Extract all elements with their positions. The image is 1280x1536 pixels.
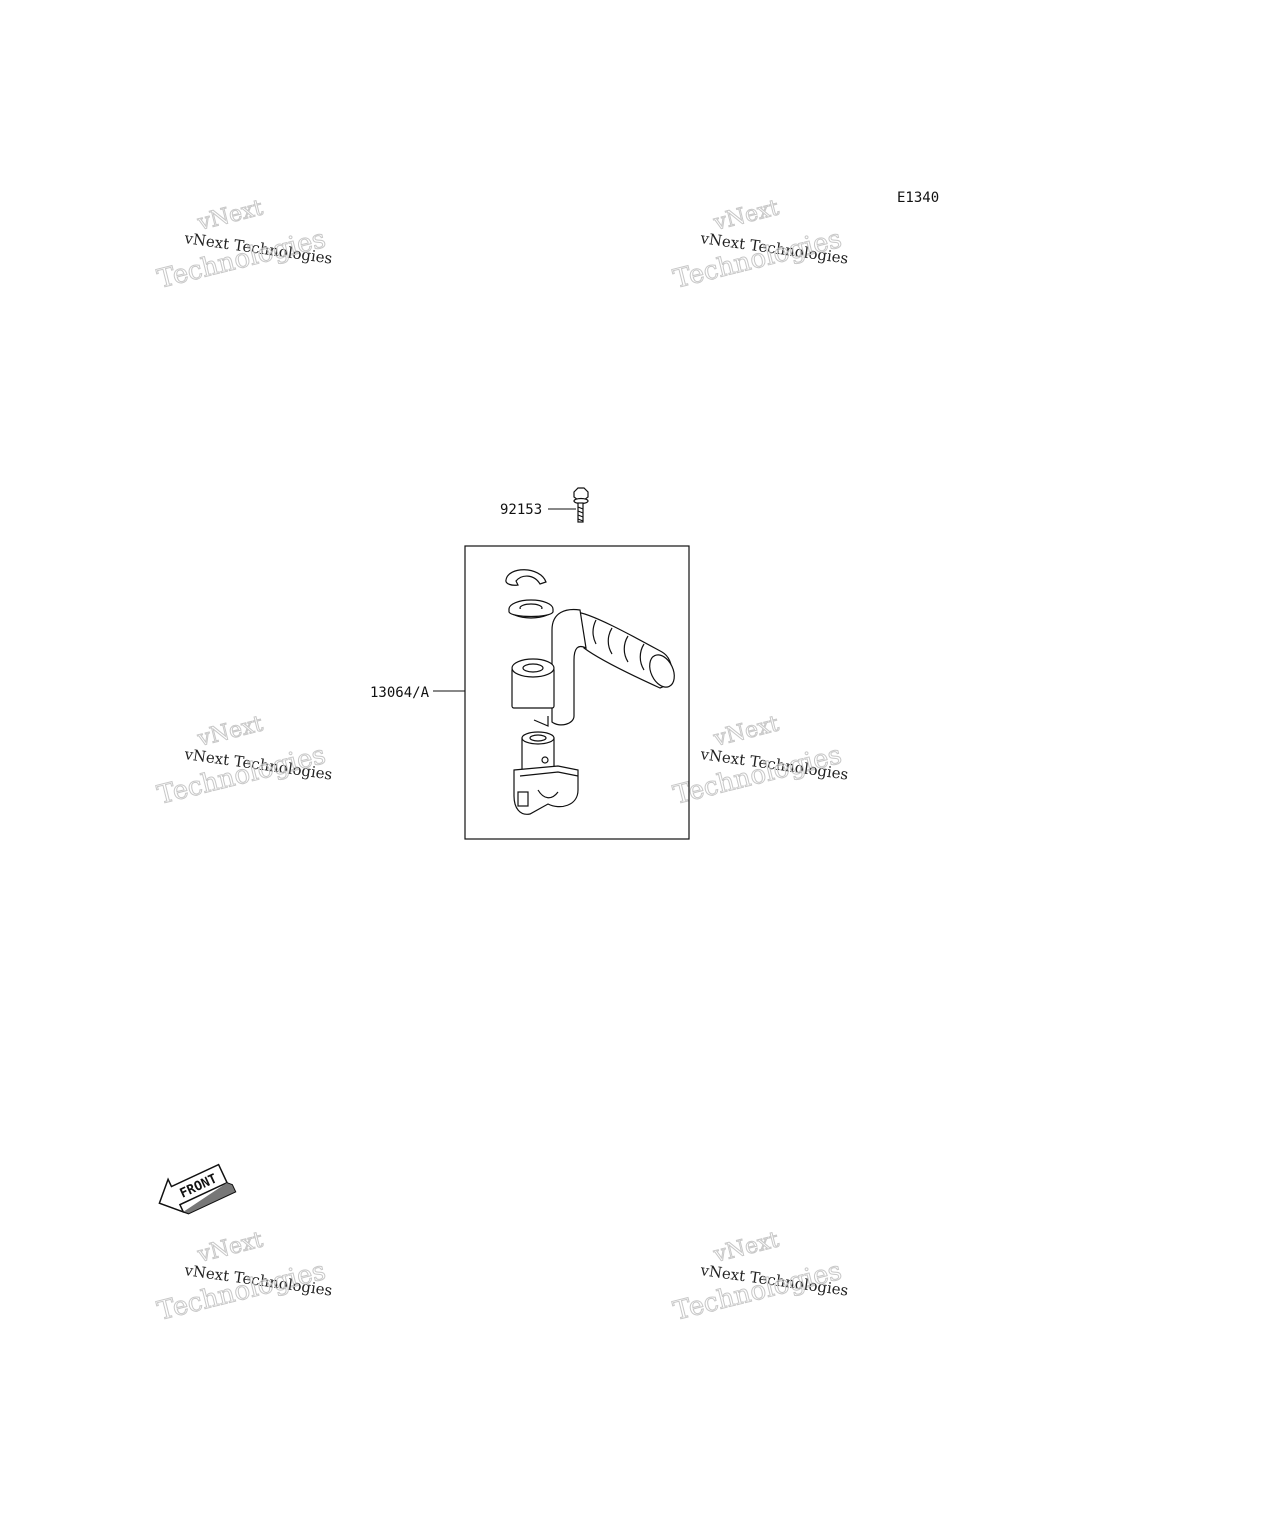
- watermark-line-a: vNext: [710, 1228, 781, 1268]
- washer-part: [508, 599, 554, 619]
- diagram-code: E1340: [897, 190, 939, 206]
- watermark-top-right: vNext vNext Technologies Technologies: [670, 195, 850, 295]
- watermark-line-c: Technologies: [154, 1256, 328, 1327]
- watermark-line-a: vNext: [194, 1228, 265, 1268]
- watermark-mid-right: vNext vNext Technologies Technologies: [670, 711, 850, 811]
- circlip-part: [505, 569, 547, 586]
- watermark-top-left: vNext vNext Technologies Technologies: [154, 195, 334, 295]
- watermark-line-c: Technologies: [670, 1256, 844, 1327]
- watermark-line-c: Technologies: [154, 740, 328, 811]
- front-arrow-icon: FRONT: [158, 1163, 237, 1215]
- watermark-line-c: Technologies: [154, 224, 328, 295]
- watermark-mid-left: vNext vNext Technologies Technologies: [154, 711, 334, 811]
- watermark-line-c: Technologies: [670, 740, 844, 811]
- watermark-line-a: vNext: [194, 712, 265, 752]
- watermark-line-a: vNext: [194, 196, 265, 236]
- watermark-line-c: Technologies: [670, 224, 844, 295]
- watermark-line-a: vNext: [710, 196, 781, 236]
- callout-label-92153: 92153: [500, 502, 542, 518]
- kick-shaft-part: [513, 731, 579, 815]
- kick-pedal-arm-part: [511, 608, 675, 727]
- assembly-box: [464, 545, 690, 840]
- watermark-bottom-left: vNext vNext Technologies Technologies: [154, 1227, 334, 1327]
- watermark-bottom-right: vNext vNext Technologies Technologies: [670, 1227, 850, 1327]
- watermark-line-a: vNext: [710, 712, 781, 752]
- callout-label-13064a: 13064/A: [370, 685, 430, 701]
- bolt-part: [573, 487, 589, 523]
